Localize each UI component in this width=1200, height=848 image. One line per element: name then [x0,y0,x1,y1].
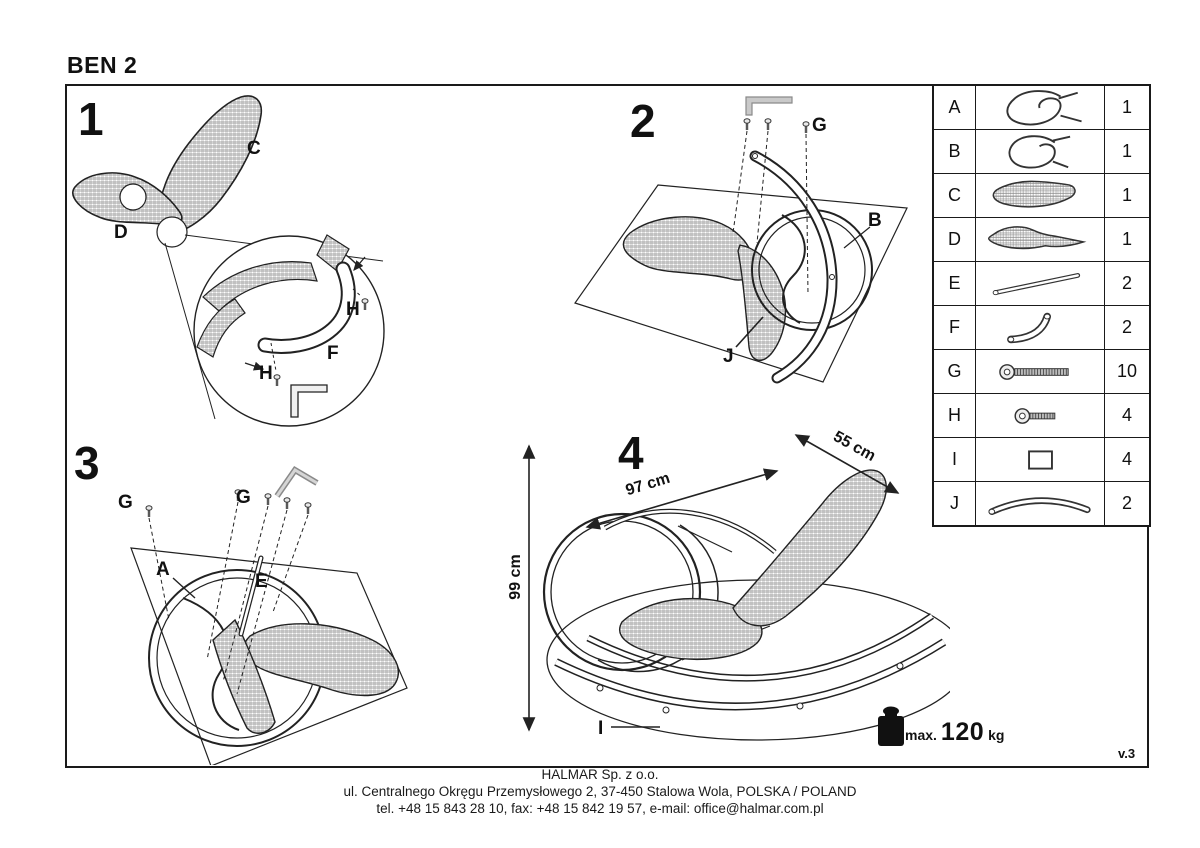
table-row: H 4 [934,394,1149,438]
part-letter: A [934,86,976,129]
label-g1-step3: G [118,492,133,513]
table-row: G 10 [934,350,1149,394]
part-letter: C [934,174,976,217]
table-row: F 2 [934,306,1149,350]
weight-icon [878,706,904,746]
page-title: BEN 2 [67,52,138,78]
step2-number: 2 [630,95,656,147]
part-qty: 10 [1116,361,1138,381]
ground-plane [574,184,908,383]
backrest-panel-icon [976,174,1105,217]
step2-illustration [574,96,908,384]
max-load: max. 120 kg [905,718,1004,747]
max-load-unit: kg [988,727,1005,743]
part-qty: 1 [1121,185,1132,205]
table-row: A 1 [934,86,1149,130]
label-h2: H [259,363,273,384]
table-row: E 2 [934,262,1149,306]
square-plug-icon [976,438,1105,481]
depth-dimension-arrow [794,434,900,494]
label-e: E [255,571,268,592]
part-qty: 2 [1121,317,1132,337]
step3-number: 3 [74,437,100,489]
footer-contact: tel. +48 15 843 28 10, fax: +48 15 842 1… [376,801,824,816]
part-letter: J [934,482,976,525]
table-row: B 1 [934,130,1149,174]
part-letter: H [934,394,976,437]
table-row: I 4 [934,438,1149,482]
backrest-part [212,618,276,734]
rocker-arc-icon [976,482,1105,525]
part-qty: 4 [1121,449,1132,469]
table-row: D 1 [934,218,1149,262]
part-letter: D [934,218,976,261]
seat-part [622,216,755,281]
seat-part [619,597,763,660]
label-d: D [114,222,128,243]
straight-rod-icon [976,262,1105,305]
label-i: I [598,718,604,739]
ground-plane [130,547,408,765]
part-letter: I [934,438,976,481]
step1-number: 1 [78,93,104,145]
step4-number: 4 [618,427,644,479]
label-b: B [868,210,882,231]
part-qty: 4 [1121,405,1132,425]
part-qty: 1 [1121,97,1132,117]
part-qty: 2 [1121,273,1132,293]
part-letter: G [934,350,976,393]
frame-side-right-icon [976,86,1105,129]
allen-key-icon [274,465,319,498]
height-dimension: 99 cm [507,554,524,600]
curved-tube-icon [976,306,1105,349]
label-f: F [327,343,339,364]
part-qty: 1 [1121,141,1132,161]
table-row: J 2 [934,482,1149,525]
label-g-step2: G [812,115,827,136]
table-row: C 1 [934,174,1149,218]
max-load-value: 120 [940,718,985,746]
footer-company: HALMAR Sp. z o.o. [541,767,659,782]
parts-table: A 1 B 1 C [932,84,1151,527]
long-bolt-icon [976,350,1105,393]
allen-key-icon [290,384,328,418]
frame-side-left-icon [976,130,1105,173]
part-qty: 1 [1121,229,1132,249]
label-j: J [723,346,734,367]
label-c: C [247,138,261,159]
footer-address: ul. Centralnego Okręgu Przemysłowego 2, … [343,784,857,799]
part-qty: 2 [1121,493,1132,513]
allen-key-icon [745,96,793,116]
seat-part [242,623,400,697]
backrest-part [732,469,887,627]
step1-illustration [72,95,385,427]
short-bolt-icon [976,394,1105,437]
step3-illustration [130,465,408,765]
width-dimension-arrow [585,468,779,530]
part-letter: E [934,262,976,305]
label-g2-step3: G [236,487,251,508]
part-letter: F [934,306,976,349]
max-load-prefix: max. [905,727,937,743]
label-h1: H [346,299,360,320]
version-label: v.3 [1118,746,1136,761]
seat-panel-icon [976,218,1105,261]
part-letter: B [934,130,976,173]
step4-illustration [522,434,950,746]
label-a: A [156,559,170,580]
